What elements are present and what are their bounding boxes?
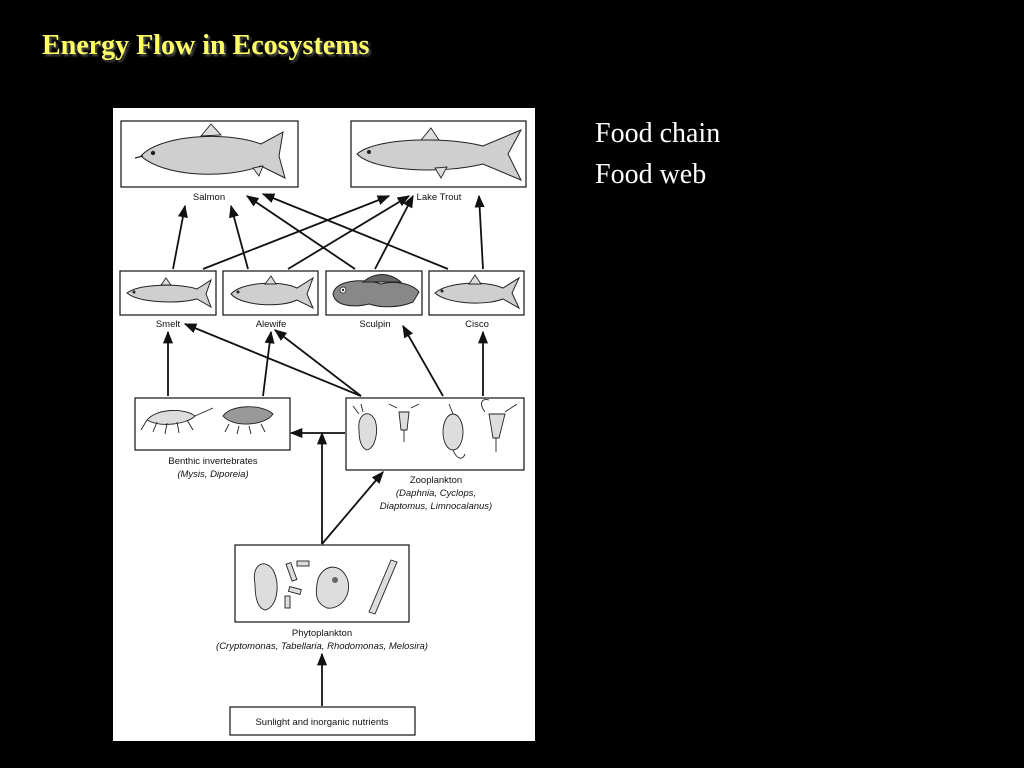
- zooplankton-label: Zooplankton: [410, 475, 462, 486]
- food-web-arrows: [162, 193, 489, 706]
- cisco-icon: [434, 274, 521, 310]
- bullet-food-web: Food web: [595, 159, 707, 190]
- arrow-zooplankton-to-sculpin: [402, 324, 444, 397]
- benthic-invertebrates-icon: [140, 406, 274, 435]
- sunlight-box: [229, 706, 416, 736]
- node-zooplankton: Zooplankton (Daphnia, Cyclops, Diaptomus…: [345, 397, 525, 512]
- zooplankton-icon: [352, 399, 518, 459]
- arrow-smelt-to-salmon: [172, 204, 188, 270]
- arrow-alewife-to-lake-trout: [287, 195, 411, 270]
- alewife-icon: [230, 275, 314, 310]
- benthic-label: Benthic invertebrates: [168, 456, 257, 467]
- arrow-benthic-to-alewife: [262, 330, 275, 397]
- node-alewife: Alewife: [222, 270, 319, 330]
- node-lake-trout: Lake Trout: [350, 120, 527, 203]
- arrow-sculpin-to-salmon: [245, 195, 356, 270]
- cisco-label: Cisco: [465, 319, 489, 330]
- node-sunlight: Sunlight and inorganic nutrients: [229, 706, 416, 736]
- phytoplankton-label: Phytoplankton: [292, 628, 352, 639]
- zooplankton-species-label-2: Diaptomus, Limnocalanus): [380, 501, 492, 512]
- node-benthic-invertebrates: Benthic invertebrates (Mysis, Diporeia): [134, 397, 291, 480]
- sculpin-label: Sculpin: [359, 319, 390, 330]
- bullet-food-chain: Food chain: [595, 118, 721, 149]
- node-cisco: Cisco: [428, 270, 525, 330]
- node-smelt: Smelt: [119, 270, 217, 330]
- node-salmon: Salmon: [120, 120, 299, 203]
- sunlight-label: Sunlight and inorganic nutrients: [255, 717, 388, 728]
- salmon-label: Salmon: [193, 192, 225, 203]
- arrow-zooplankton-to-smelt: [183, 323, 362, 397]
- lake-trout-icon: [356, 127, 523, 181]
- node-sculpin: Sculpin: [325, 270, 423, 330]
- benthic-species-label: (Mysis, Diporeia): [177, 469, 248, 480]
- lake-trout-label: Lake Trout: [417, 192, 462, 203]
- sculpin-icon: [332, 274, 420, 308]
- arrow-smelt-to-lake-trout: [202, 195, 391, 270]
- alewife-label: Alewife: [256, 319, 287, 330]
- arrow-cisco-to-salmon: [261, 193, 449, 270]
- food-web-svg: Salmon Lake Trout Smelt: [119, 120, 527, 736]
- phytoplankton-icon: [253, 559, 398, 615]
- smelt-label: Smelt: [156, 319, 181, 330]
- salmon-icon: [134, 123, 286, 179]
- arrow-sculpin-to-lake-trout: [374, 194, 414, 270]
- arrow-cisco-to-lake-trout: [474, 194, 485, 270]
- slide-title: Energy Flow in Ecosystems: [42, 30, 370, 61]
- food-web-diagram: Salmon Lake Trout Smelt: [113, 108, 535, 741]
- bullet-list: Food chain Food web: [595, 113, 720, 195]
- phytoplankton-species-label: (Cryptomonas, Tabellaria, Rhodomonas, Me…: [216, 641, 428, 652]
- zooplankton-species-label-1: (Daphnia, Cyclops,: [396, 488, 476, 499]
- arrow-alewife-to-salmon: [229, 204, 249, 270]
- node-phytoplankton: Phytoplankton (Cryptomonas, Tabellaria, …: [216, 544, 428, 652]
- smelt-icon: [126, 277, 212, 309]
- arrow-zooplankton-to-alewife: [274, 329, 362, 397]
- arrow-phytoplankton-to-zooplankton: [321, 471, 384, 545]
